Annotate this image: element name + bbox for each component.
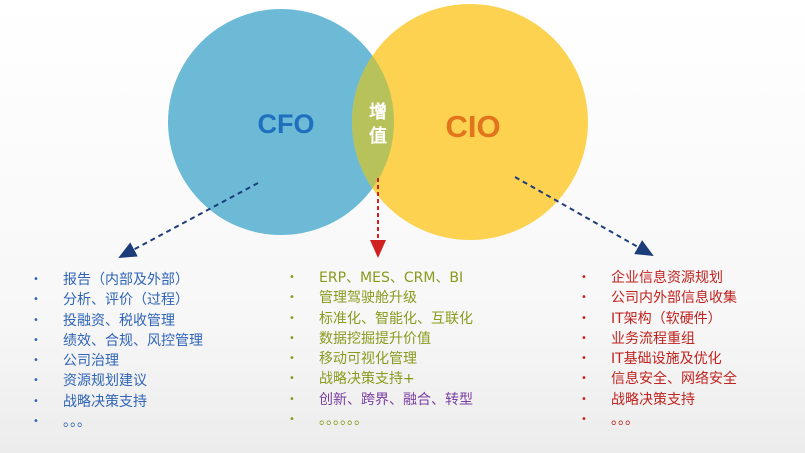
bullet-icon: •: [289, 332, 295, 344]
bullet-icon: •: [581, 312, 587, 324]
bullet-icon: •: [289, 373, 295, 385]
cio-circle: [352, 4, 588, 240]
bullet-icon: •: [581, 353, 587, 365]
bullet-icon: •: [33, 416, 39, 428]
cfo-circle: [168, 9, 394, 235]
bullet-icon: •: [33, 334, 39, 346]
bullet-icon: •: [289, 312, 295, 324]
bullet-icon: •: [289, 272, 295, 283]
bullet-icon: •: [581, 393, 587, 405]
bullet-icon: •: [289, 353, 295, 365]
cfo-label: CFO: [258, 109, 315, 139]
bullet-icon: •: [581, 292, 587, 304]
bullet-icon: •: [581, 373, 587, 385]
overlap-label-bottom: 值: [369, 125, 387, 147]
bullet-icon: •: [33, 314, 39, 326]
bullet-icon: •: [33, 375, 39, 387]
bullet-icon: •: [581, 332, 587, 344]
bullet-icon: •: [289, 393, 295, 405]
arrow-to-cfo-list: [118, 182, 259, 258]
bullet-icon: •: [33, 355, 39, 367]
bullet-icon: •: [33, 395, 39, 407]
cio-label: CIO: [445, 109, 500, 144]
bullet-icon: •: [289, 414, 295, 426]
bullet-icon: •: [33, 294, 39, 306]
bullet-icon: •: [289, 292, 295, 304]
bullet-icon: •: [581, 272, 587, 283]
bullet-icon: •: [581, 414, 587, 426]
overlap-label-top: 增: [369, 101, 387, 123]
bullet-icon: •: [33, 274, 39, 285]
